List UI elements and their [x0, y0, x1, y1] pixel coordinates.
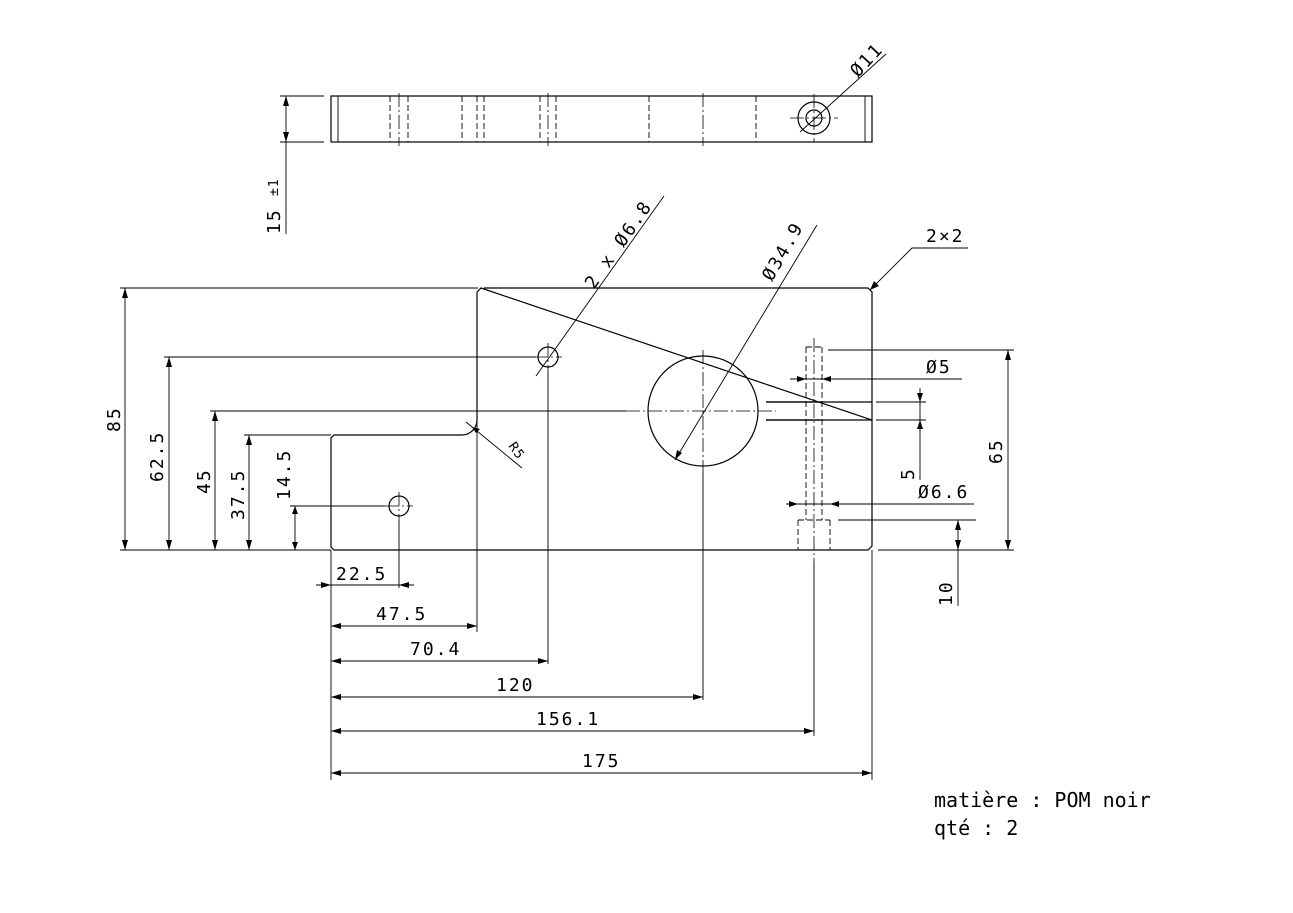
- dim-175: 175: [582, 751, 621, 772]
- dim-156-1: 156.1: [536, 709, 600, 730]
- dim-thickness-tolerance: ±1: [267, 178, 282, 196]
- dim-chamfer-value: 2×2: [926, 226, 965, 247]
- material-note: matière : POM noir: [934, 788, 1151, 812]
- dim-radius-value: R5: [505, 440, 527, 463]
- dim-depth-10: 10: [936, 580, 957, 606]
- dim-22-5: 22.5: [336, 564, 387, 585]
- dim-thickness: 15 ±1: [264, 95, 324, 234]
- dim-small-holes: 2 x Ø6.8: [535, 195, 665, 377]
- dim-14-5: 14.5: [274, 449, 295, 500]
- top-view: Ø11: [330, 39, 888, 146]
- dim-62-5: 62.5: [147, 431, 168, 482]
- dim-top-diameter: Ø11: [846, 39, 888, 81]
- front-view: [330, 287, 926, 780]
- dim-120: 120: [496, 675, 535, 696]
- dim-large-bore: Ø34.9: [674, 218, 818, 461]
- left-dimensions: 85 62.5 45 37.5 14.5: [104, 287, 626, 551]
- quantity-note: qté : 2: [934, 816, 1019, 840]
- dim-70-4: 70.4: [410, 639, 461, 660]
- part-outline: [330, 287, 873, 551]
- dim-diameter-5: Ø5: [926, 357, 952, 378]
- dim-65: 65: [986, 438, 1007, 464]
- dim-47-5: 47.5: [376, 604, 427, 625]
- dim-thickness-value: 15: [264, 208, 285, 234]
- top-view-outline: [330, 95, 873, 143]
- dim-37-5: 37.5: [228, 469, 249, 520]
- drawing-notes: matière : POM noir qté : 2: [934, 786, 1151, 842]
- right-dimensions: 65 Ø5 5 Ø6.6 10: [786, 349, 1014, 606]
- dim-radius: R5: [465, 421, 527, 469]
- dim-slot-5: 5: [898, 467, 919, 480]
- dim-chamfer: 2×2: [869, 226, 968, 291]
- dim-small-holes-value: 2 x Ø6.8: [581, 197, 657, 293]
- bottom-dimensions: 22.5 47.5 70.4 120 156.1 175: [316, 420, 872, 780]
- dim-45: 45: [194, 468, 215, 494]
- dim-diameter-6-6: Ø6.6: [918, 482, 969, 503]
- dim-85: 85: [104, 406, 125, 432]
